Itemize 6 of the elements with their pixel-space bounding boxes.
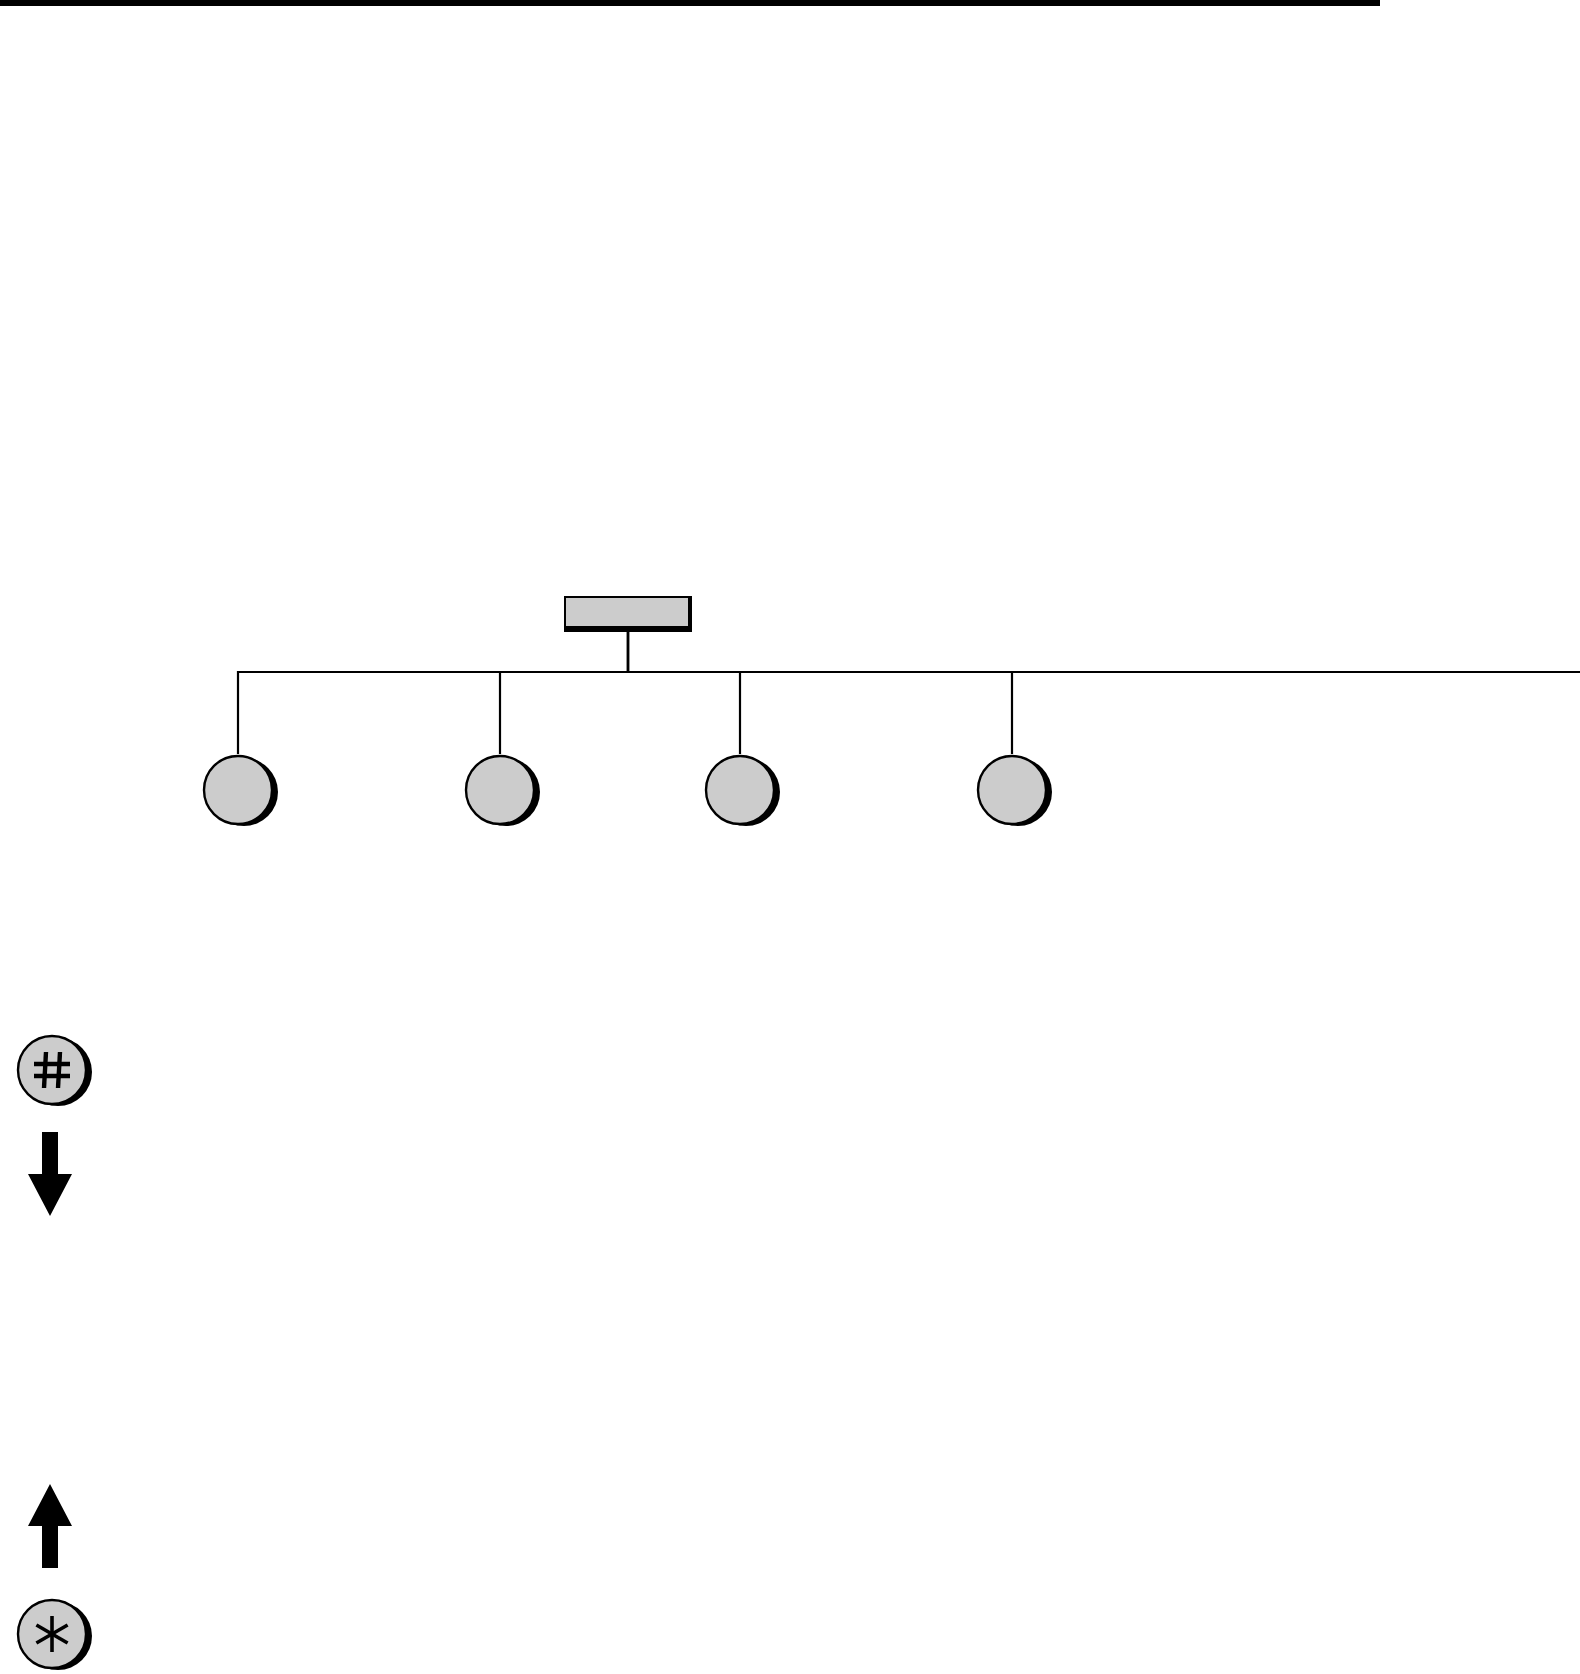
round-key-button	[976, 754, 1056, 828]
connector-line	[626, 632, 1580, 674]
round-key-button	[202, 754, 282, 828]
round-key-button	[464, 754, 544, 828]
key-button	[564, 596, 692, 632]
round-key-button	[704, 754, 784, 828]
